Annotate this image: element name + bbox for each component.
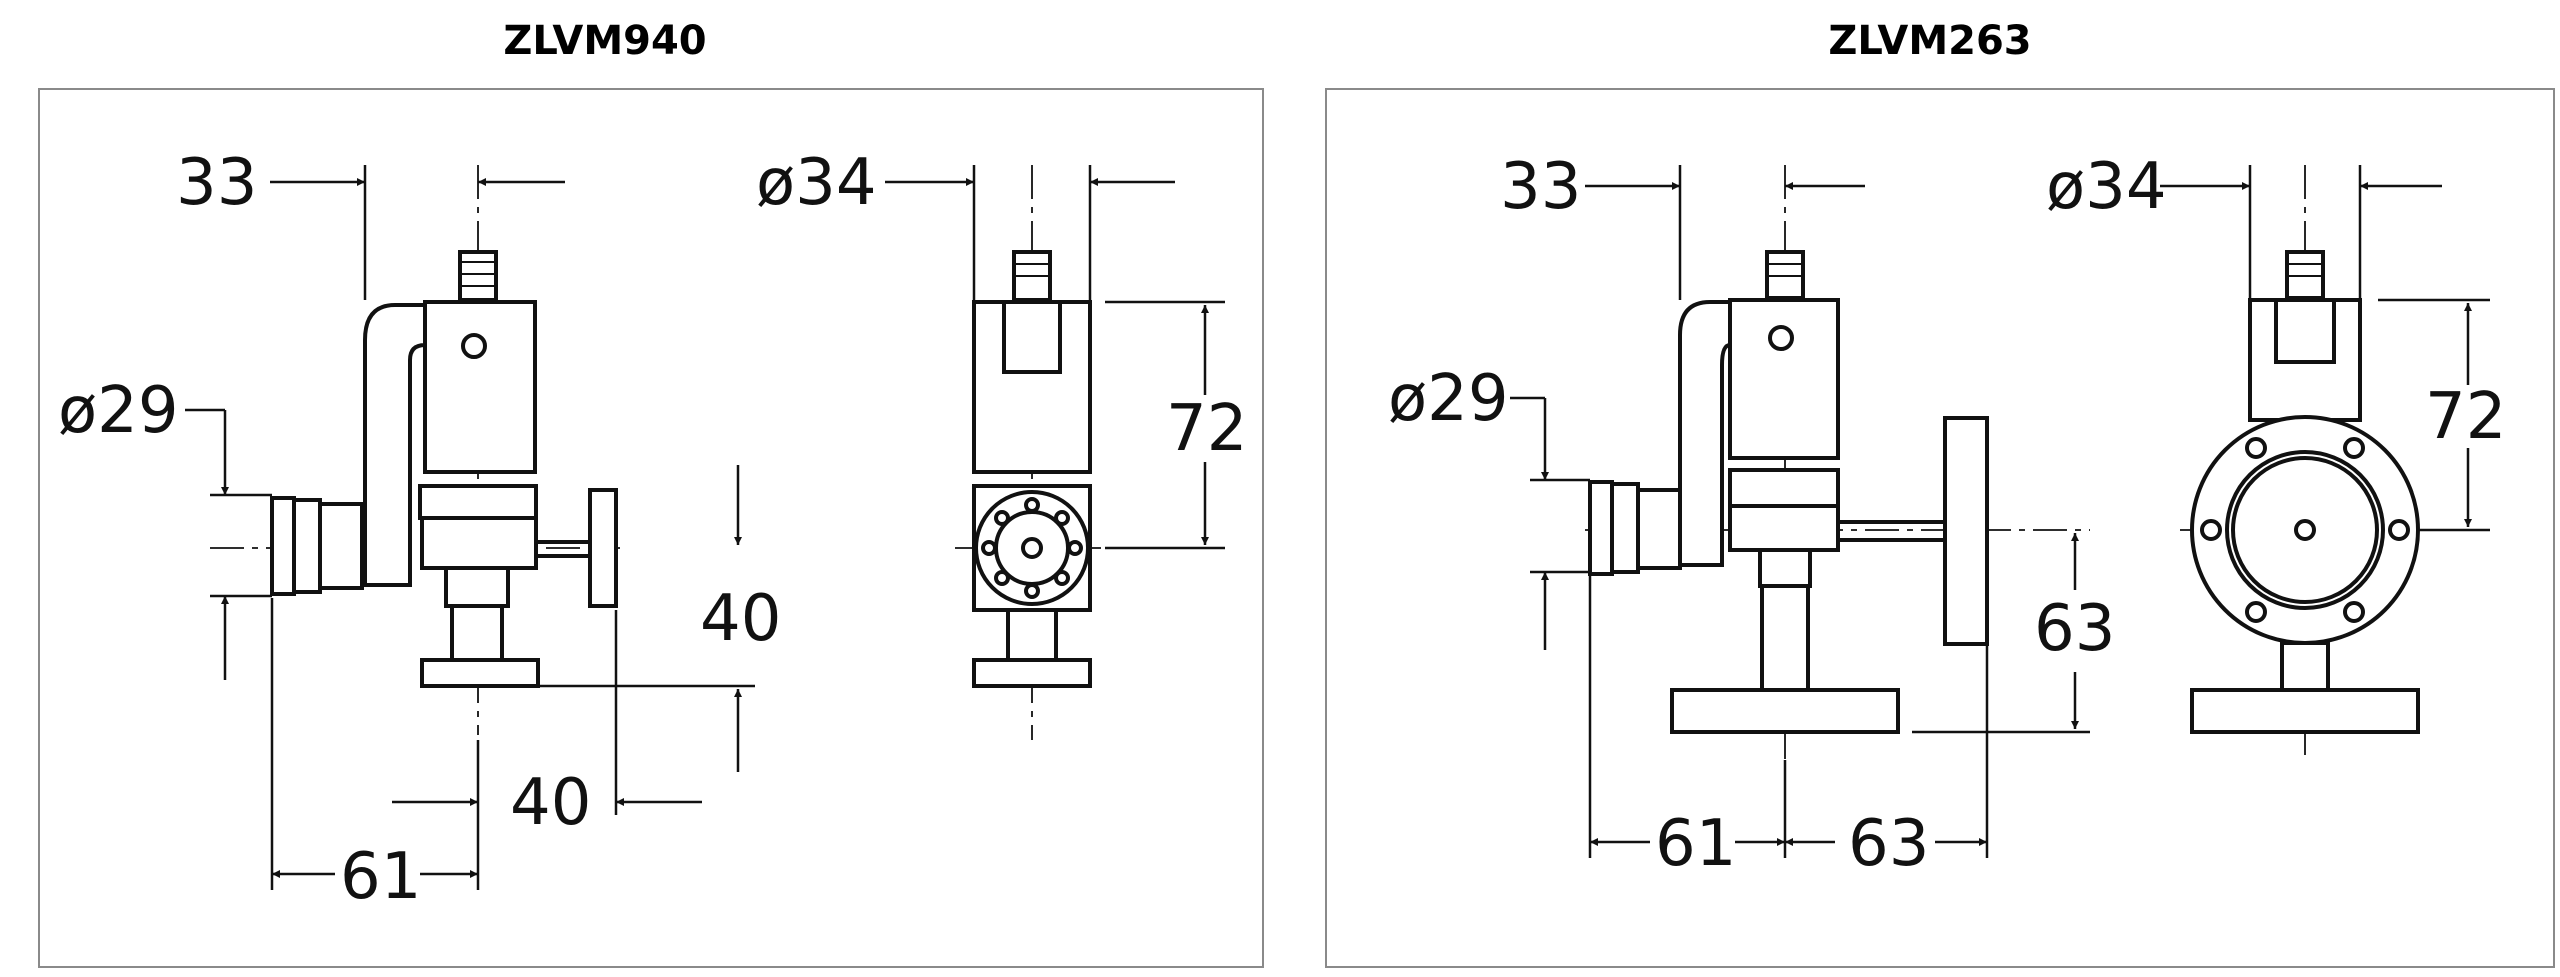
zlvm263-dimensions: 33 ø29 ø34 72 63 61 63 bbox=[1388, 150, 2506, 881]
dim-33-left: 33 bbox=[176, 146, 257, 220]
zlvm940-front-view bbox=[210, 165, 620, 735]
zlvm263-side-view bbox=[2180, 165, 2430, 755]
dim-40-bottom-left: 40 bbox=[510, 766, 591, 840]
dim-40-right-left: 40 bbox=[700, 582, 781, 656]
title-zlvm940: ZLVM940 bbox=[503, 18, 707, 64]
dim-61-left: 61 bbox=[340, 840, 421, 914]
dim-o29-right: ø29 bbox=[1388, 362, 1509, 436]
dim-63-horizontal-right: 63 bbox=[1848, 807, 1929, 881]
zlvm940-dimensions: 33 ø29 ø34 72 40 40 61 bbox=[58, 146, 1247, 914]
zlvm263-front-view bbox=[1585, 165, 2090, 760]
dim-o29-left: ø29 bbox=[58, 374, 179, 448]
dim-72-right: 72 bbox=[2425, 380, 2506, 454]
dim-33-right: 33 bbox=[1500, 150, 1581, 224]
dim-o34-right: ø34 bbox=[2046, 150, 2167, 224]
title-zlvm263: ZLVM263 bbox=[1828, 18, 2032, 64]
dim-63-vertical-right: 63 bbox=[2034, 592, 2115, 666]
dim-72-left: 72 bbox=[1166, 392, 1247, 466]
zlvm940-side-view bbox=[955, 165, 1110, 740]
dim-61-right: 61 bbox=[1655, 807, 1736, 881]
dim-o34-left: ø34 bbox=[756, 146, 877, 220]
